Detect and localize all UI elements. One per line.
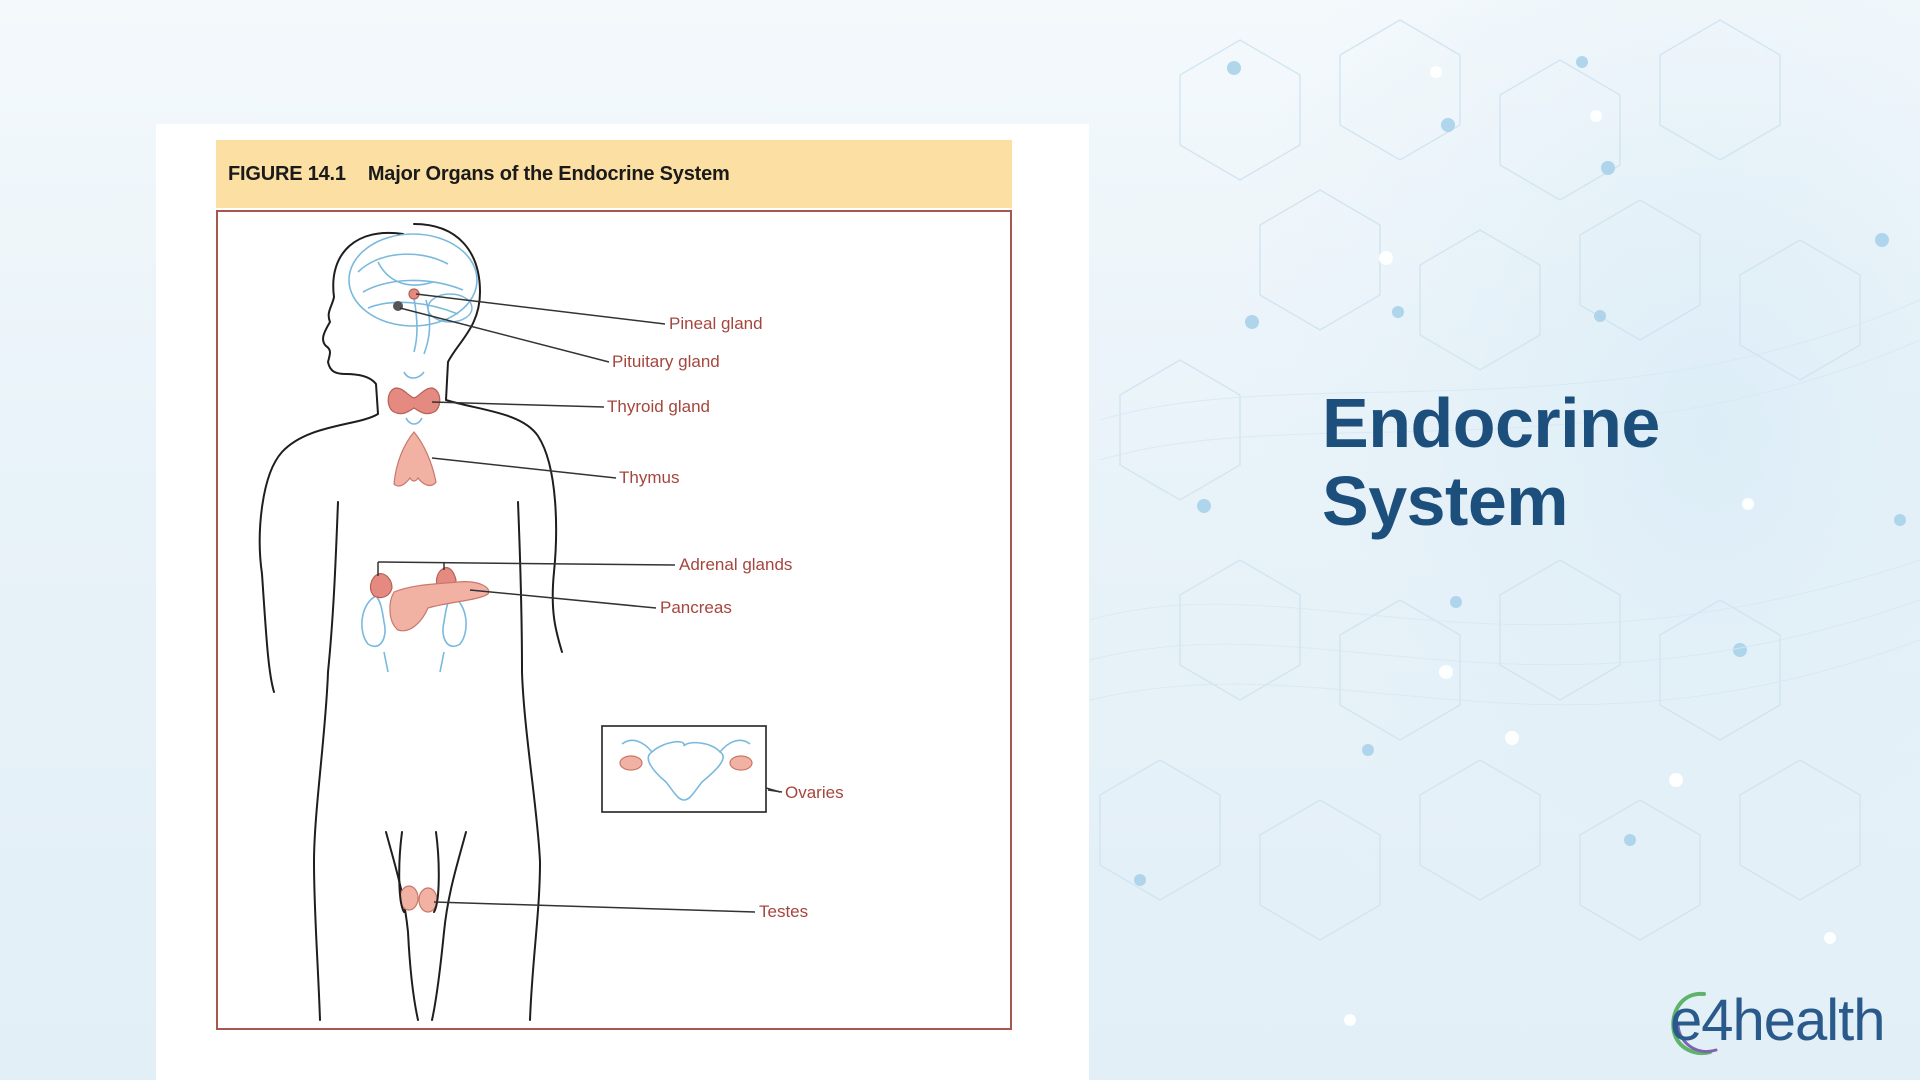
label-ovaries: Ovaries bbox=[785, 783, 844, 802]
label-testes: Testes bbox=[759, 902, 808, 921]
thyroid-gland-organ bbox=[387, 387, 441, 415]
leader-pancreas bbox=[469, 589, 657, 609]
leader-adrenal bbox=[377, 561, 676, 566]
ovary-right bbox=[729, 755, 753, 771]
label-pancreas: Pancreas bbox=[660, 598, 732, 617]
slide-title: Endocrine System bbox=[1322, 384, 1882, 540]
label-adrenal-glands: Adrenal glands bbox=[679, 555, 792, 574]
adrenal-gland-left bbox=[369, 573, 393, 599]
uterus bbox=[621, 739, 751, 801]
leader-pineal bbox=[415, 293, 666, 325]
torso-left bbox=[313, 501, 339, 1021]
groin-lines bbox=[385, 831, 467, 1021]
label-pituitary-gland: Pituitary gland bbox=[612, 352, 720, 371]
leader-testes bbox=[433, 901, 756, 913]
label-pineal-gland: Pineal gland bbox=[669, 314, 763, 333]
kidneys bbox=[361, 595, 467, 673]
ovary-left bbox=[619, 755, 643, 771]
leader-thymus bbox=[431, 457, 617, 479]
brain bbox=[348, 233, 478, 355]
pituitary-gland-organ bbox=[393, 301, 403, 311]
figure-title: Major Organs of the Endocrine System bbox=[367, 162, 730, 185]
logo-swirl-icon bbox=[1671, 991, 1718, 1055]
label-thyroid-gland: Thyroid gland bbox=[607, 397, 710, 416]
leader-thyroid bbox=[431, 401, 605, 408]
logo-text: e4health bbox=[1670, 988, 1886, 1053]
label-thymus: Thymus bbox=[619, 468, 679, 487]
figure-frame: Pineal gland Pituitary gland Thyroid gla… bbox=[216, 210, 1012, 1030]
body-outline bbox=[258, 223, 563, 693]
torso-right bbox=[517, 501, 541, 1021]
brand-logo: e4health bbox=[1666, 986, 1906, 1066]
ovaries-inset-box bbox=[601, 725, 767, 813]
figure-panel: FIGURE 14.1 Major Organs of the Endocrin… bbox=[156, 124, 1089, 1080]
figure-caption-header: FIGURE 14.1 Major Organs of the Endocrin… bbox=[216, 140, 1012, 208]
endocrine-diagram: Pineal gland Pituitary gland Thyroid gla… bbox=[258, 223, 844, 1021]
figure-number: FIGURE 14.1 bbox=[228, 162, 346, 185]
slide-title-line1: Endocrine bbox=[1322, 384, 1660, 462]
pancreas-organ bbox=[389, 581, 490, 632]
leader-ovaries-ext bbox=[765, 787, 781, 793]
slide-title-line2: System bbox=[1322, 462, 1569, 540]
leader-pituitary bbox=[399, 307, 610, 363]
thymus-organ bbox=[393, 431, 437, 487]
testis-right bbox=[418, 887, 438, 913]
